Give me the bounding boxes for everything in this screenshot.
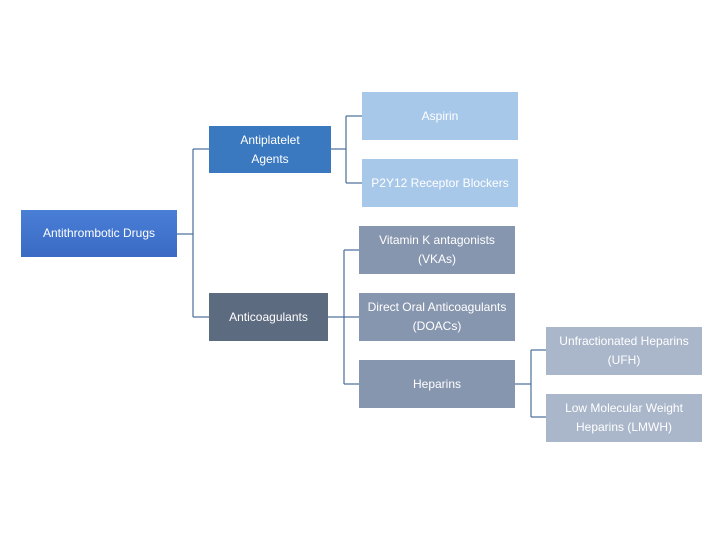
node-label: Low Molecular Weight Heparins (LMWH) [565,401,683,434]
node-label: Anticoagulants [229,309,308,324]
node-label: Unfractionated Heparins (UFH) [559,334,689,367]
node-label: Aspirin [421,108,459,123]
node-label: Antithrombotic Drugs [42,226,156,241]
node-unfractionated-heparins: Unfractionated Heparins (UFH) [546,327,702,375]
node-p2y12-receptor-blockers: P2Y12 Receptor Blockers [362,159,518,207]
node-aspirin: Aspirin [362,92,518,140]
node-anticoagulants: Anticoagulants [209,293,328,341]
node-low-molecular-weight-heparins: Low Molecular Weight Heparins (LMWH) [546,394,702,442]
node-label: Antiplatelet Agents [240,132,300,166]
node-direct-oral-anticoagulants: Direct Oral Anticoagulants (DOACs) [359,293,515,341]
node-antiplatelet-agents: Antiplatelet Agents [209,126,331,173]
node-label: Heparins [412,376,462,391]
node-label: Vitamin K antagonists (VKAs) [379,233,495,266]
node-heparins: Heparins [359,360,515,408]
node-label: P2Y12 Receptor Blockers [371,175,509,190]
node-label: Direct Oral Anticoagulants (DOACs) [367,300,507,333]
node-antithrombotic-drugs: Antithrombotic Drugs [21,210,177,257]
node-vitamin-k-antagonists: Vitamin K antagonists (VKAs) [359,226,515,274]
